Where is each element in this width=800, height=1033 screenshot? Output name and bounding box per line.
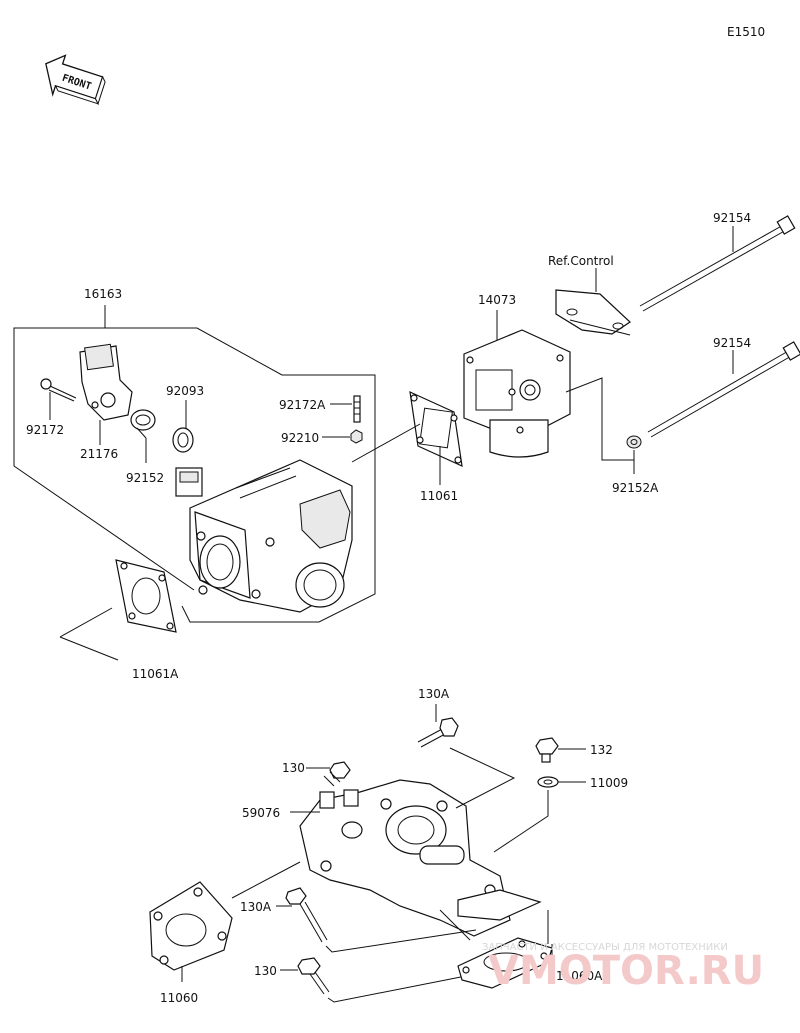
label-92172A: 92172A xyxy=(279,398,326,412)
intake-adapter-part xyxy=(299,779,542,937)
label-92154-upper: 92154 xyxy=(713,211,751,225)
bolt-92172-part xyxy=(40,378,77,402)
throttle-holder-14073-part xyxy=(463,329,571,458)
label-14073: 14073 xyxy=(478,293,516,307)
control-bracket-ref xyxy=(555,289,631,335)
label-130A-top: 130A xyxy=(418,687,450,701)
gasket-11060-part xyxy=(149,881,233,971)
watermark-tagline: ЗАПЧАСТИ И АКСЕССУАРЫ ДЛЯ МОТОТЕХНИКИ xyxy=(482,942,728,953)
watermark-logo: VMOTOR.RU xyxy=(488,948,764,994)
bolt-130-lower-part xyxy=(297,957,330,995)
label-92210: 92210 xyxy=(281,431,319,445)
label-92154-lower: 92154 xyxy=(713,336,751,350)
label-92093: 92093 xyxy=(166,384,204,398)
stud-92172A-part xyxy=(353,395,361,423)
bolt-130A-top-part xyxy=(417,717,459,748)
front-direction-arrow-icon: FRONT xyxy=(45,54,106,106)
bolt-92154-lower-part xyxy=(647,341,800,438)
bolt-130-upper-part xyxy=(323,761,351,787)
label-130: 130 xyxy=(282,761,305,775)
ref-control-label: Ref.Control xyxy=(548,254,614,268)
label-130-lower: 130 xyxy=(254,964,277,978)
label-11009: 11009 xyxy=(590,776,628,790)
label-21176: 21176 xyxy=(80,447,118,461)
label-11060A: 11060A xyxy=(556,969,603,983)
clip-92152-part xyxy=(130,409,156,439)
bolt-132-part xyxy=(535,737,559,763)
label-11060: 11060 xyxy=(160,991,198,1005)
label-92152A: 92152A xyxy=(612,481,659,495)
label-11061A: 11061A xyxy=(132,667,179,681)
o-ring-92093-part xyxy=(172,427,194,453)
washer-11009-part xyxy=(537,776,559,788)
assembly-16163-outline xyxy=(13,305,376,623)
gasket-11060A-part xyxy=(457,937,553,989)
label-59076: 59076 xyxy=(242,806,280,820)
diagram-id: E1510 xyxy=(727,25,765,39)
label-16163: 16163 xyxy=(84,287,122,301)
label-92172: 92172 xyxy=(26,423,64,437)
bolt-130A-lower-part xyxy=(285,887,328,943)
label-11061: 11061 xyxy=(420,489,458,503)
nut-92210-part xyxy=(350,429,363,444)
label-130A-mid: 130A xyxy=(240,900,272,914)
gasket-11061A-part xyxy=(115,559,177,633)
throttle-position-sensor-part xyxy=(79,343,133,421)
label-92152: 92152 xyxy=(126,471,164,485)
collar-92152A-part xyxy=(626,435,642,449)
bolt-92154-upper-part xyxy=(639,215,796,312)
throttle-body-part xyxy=(175,459,353,613)
gasket-11061-part xyxy=(409,390,463,468)
label-132: 132 xyxy=(590,743,613,757)
